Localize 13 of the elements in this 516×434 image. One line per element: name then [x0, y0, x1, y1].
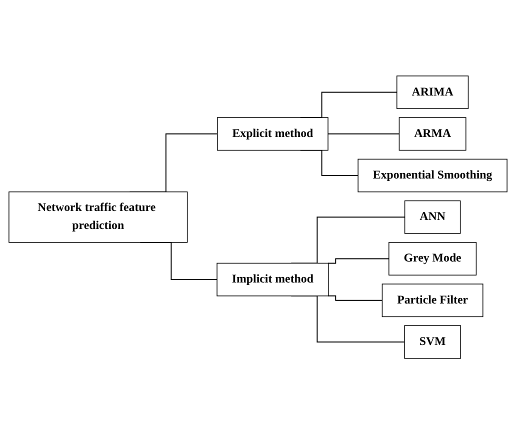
node-box: Network traffic feature prediction	[8, 191, 188, 243]
node-box: Exponential Smoothing	[358, 158, 508, 192]
node-box: Explicit method	[216, 117, 328, 150]
node-box: ARMA	[398, 117, 466, 150]
connector	[328, 133, 400, 134]
node-box: ANN	[404, 200, 461, 234]
node-box: SVM	[404, 325, 461, 359]
node-box: Implicit method	[216, 262, 329, 296]
node-box: ARIMA	[396, 75, 469, 109]
node-box: Grey Mode	[388, 242, 477, 276]
connector	[328, 295, 383, 301]
connector	[328, 258, 390, 264]
node-box: Particle Filter	[382, 284, 484, 317]
